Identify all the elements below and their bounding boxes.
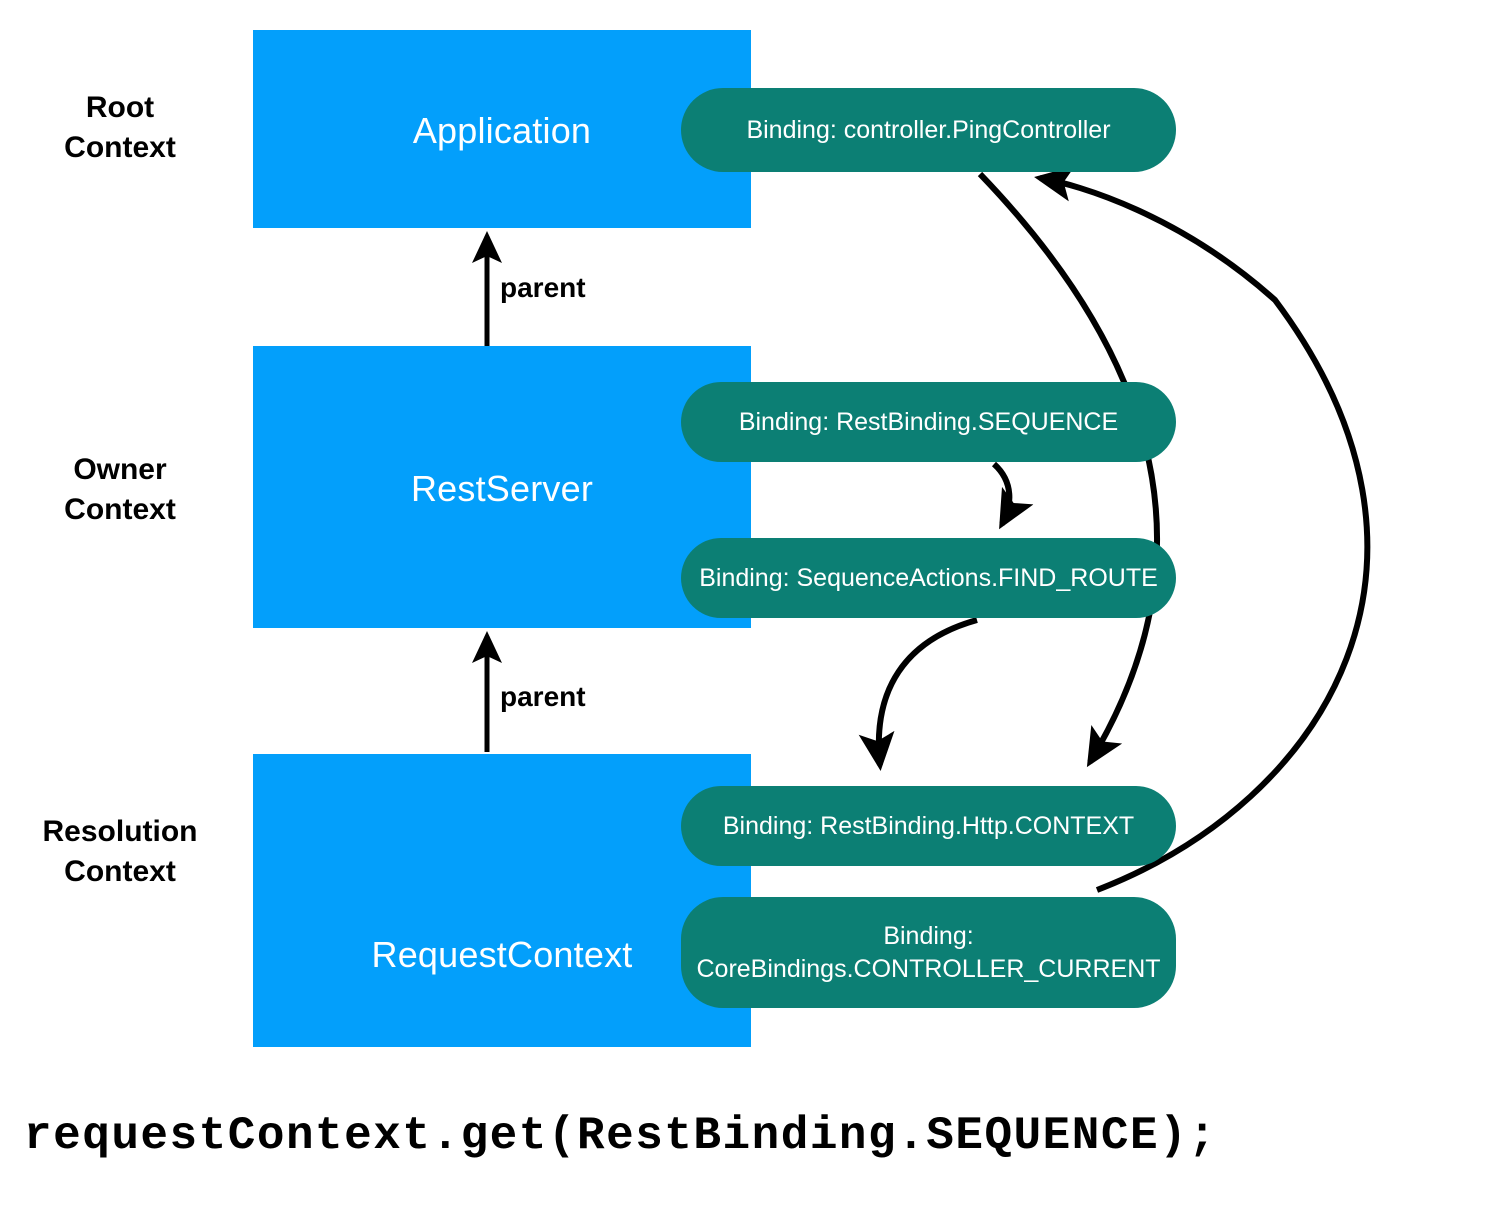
code-snippet: requestContext.get(RestBinding.SEQUENCE)… <box>24 1110 1218 1162</box>
edge-label-parent-rest-server: parent <box>500 681 586 712</box>
context-label-owner: Owner Context <box>64 453 176 526</box>
arrow-ping-controller-to-http-context <box>977 171 1161 768</box>
context-box-application-title: Application <box>412 110 592 151</box>
context-box-request-context[interactable]: RequestContext <box>253 754 751 1047</box>
binding-core-bindings-controller-current[interactable]: Binding: CoreBindings.CONTROLLER_CURRENT <box>681 897 1176 1008</box>
arrow-controller-current-to-ping-controller <box>1034 165 1371 893</box>
context-label-root: Root Context <box>64 91 176 164</box>
edge-label-parent-application: parent <box>500 272 586 303</box>
arrow-sequence-to-find-route <box>991 461 1034 530</box>
context-label-resolution: Resolution Context <box>42 815 198 888</box>
arrow-find-route-to-http-context <box>858 617 978 771</box>
context-box-rest-server[interactable]: RestServer <box>253 346 751 628</box>
binding-sequence-actions-find-route[interactable]: Binding: SequenceActions.FIND_ROUTE <box>681 538 1176 618</box>
binding-ping-controller[interactable]: Binding: controller.PingController <box>681 88 1176 172</box>
binding-rest-binding-http-context[interactable]: Binding: RestBinding.Http.CONTEXT <box>681 786 1176 866</box>
context-box-request-context-title: RequestContext <box>371 933 633 975</box>
binding-rest-binding-sequence[interactable]: Binding: RestBinding.SEQUENCE <box>681 382 1176 462</box>
context-box-application[interactable]: Application <box>253 30 751 228</box>
context-box-rest-server-title: RestServer <box>410 468 594 509</box>
